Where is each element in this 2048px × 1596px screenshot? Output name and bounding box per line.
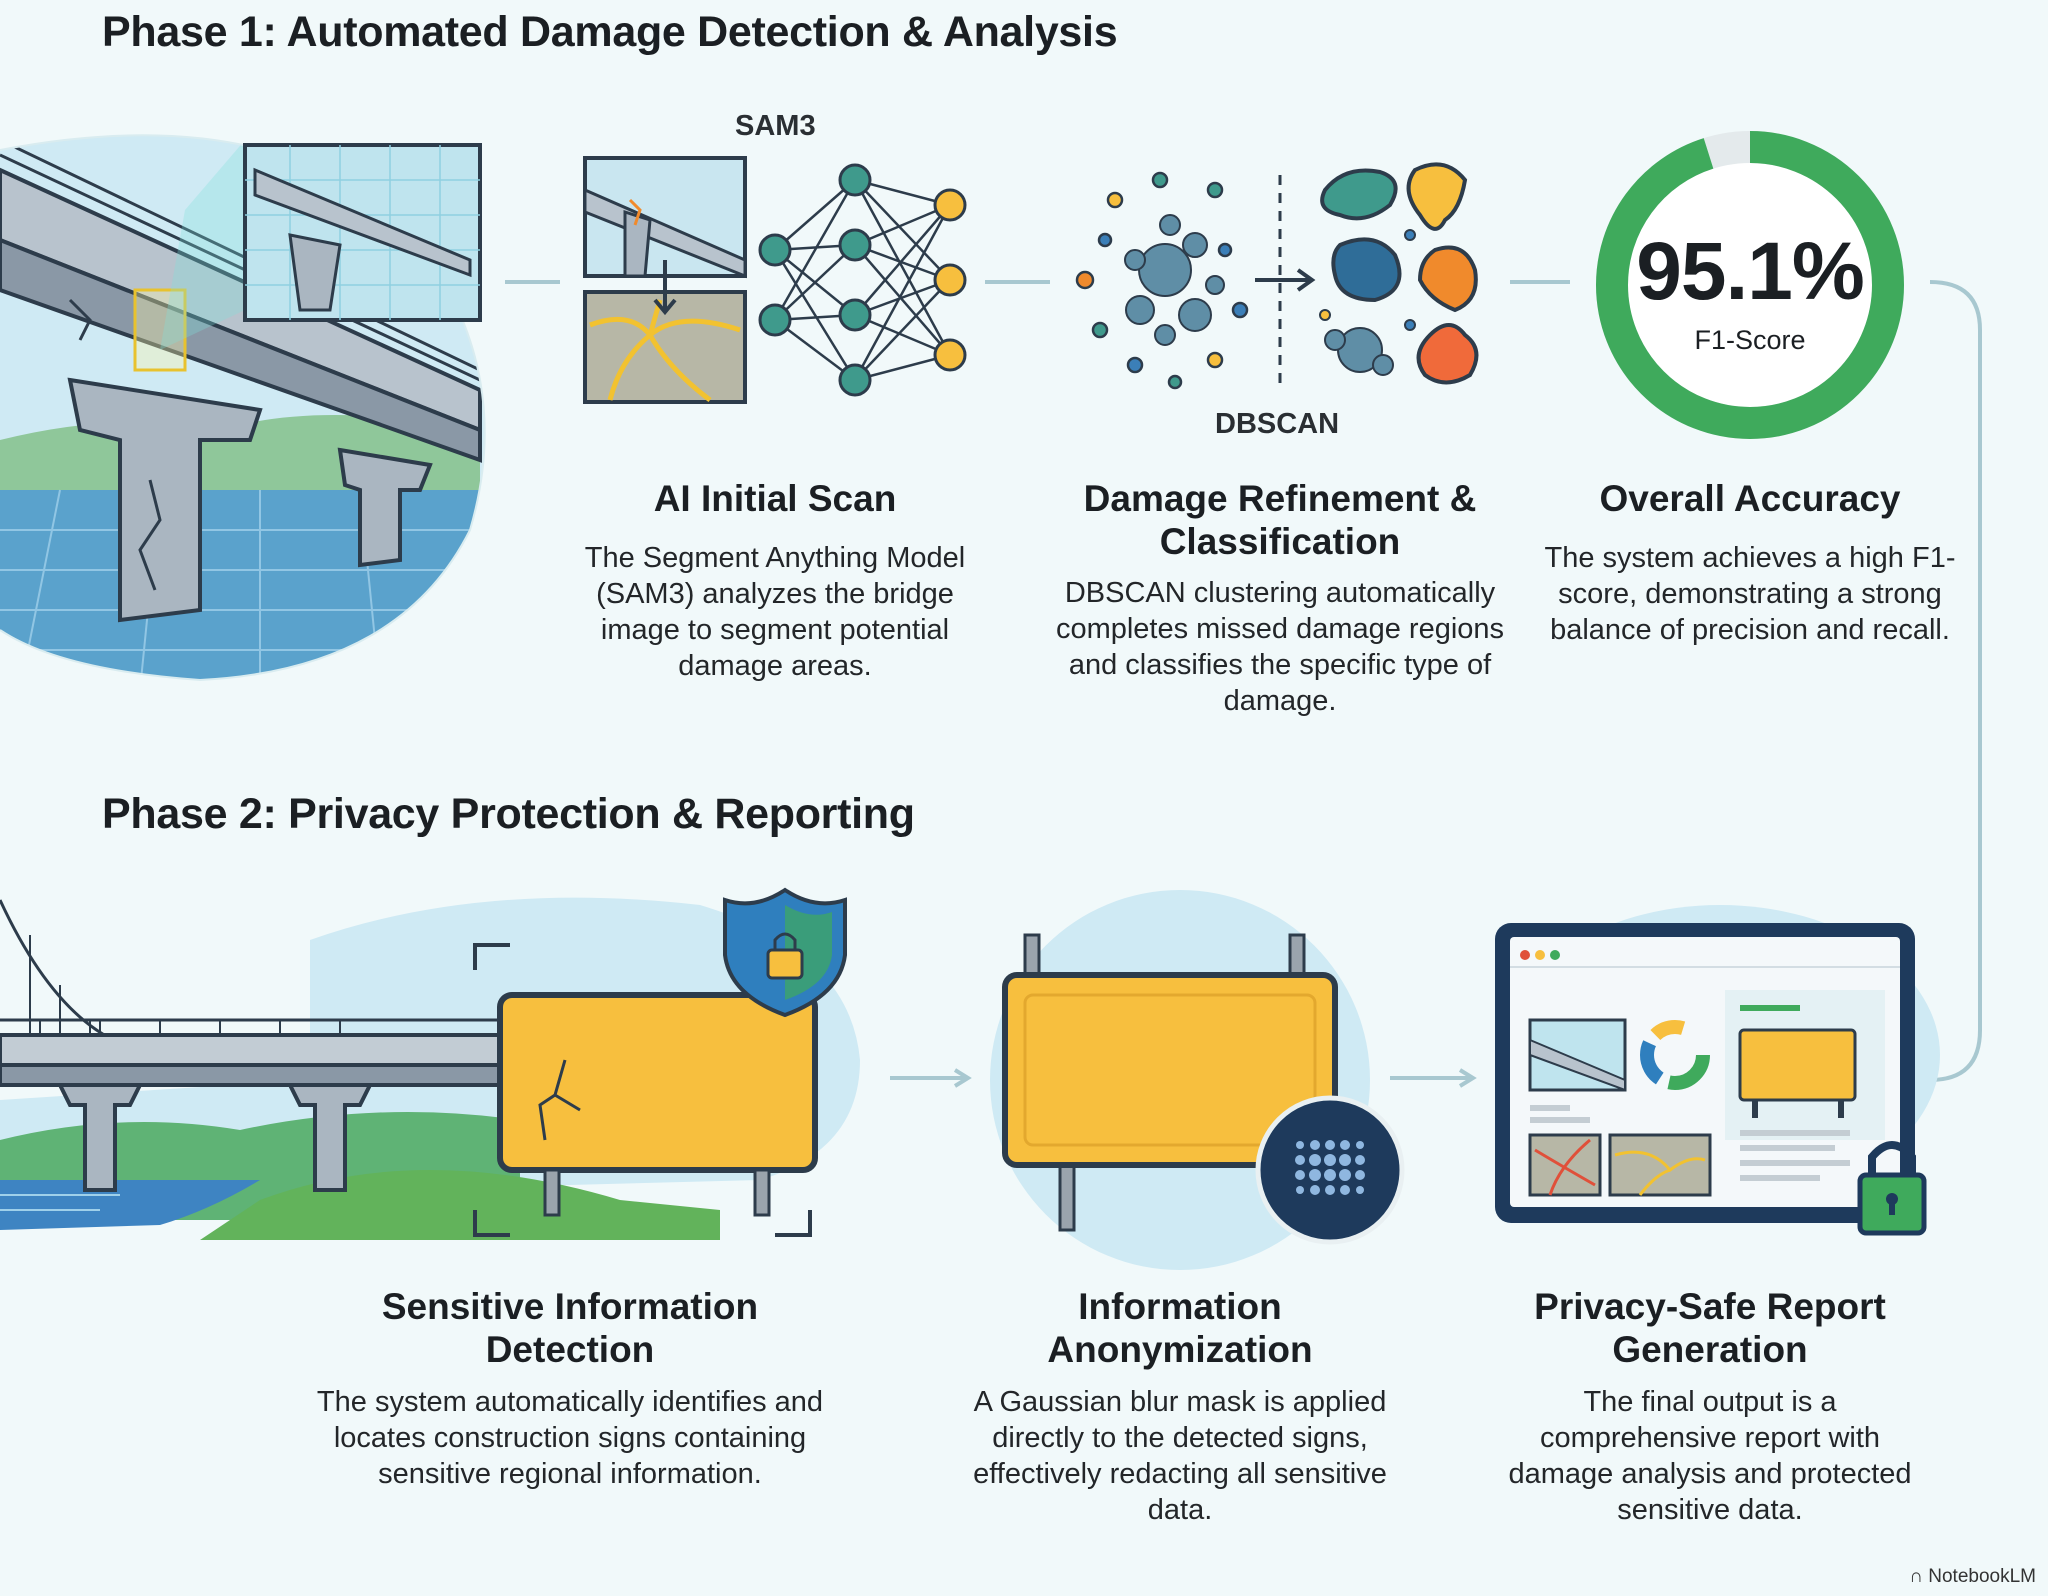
dbscan-clusters-illustration [1075, 162, 1479, 390]
step-report-generation-title: Privacy-Safe Report Generation [1534, 1286, 1886, 1370]
phase1-title: Phase 1: Automated Damage Detection & An… [102, 8, 1118, 56]
step-overall-accuracy-title: Overall Accuracy [1599, 478, 1901, 519]
accuracy-label: F1-Score [1694, 325, 1806, 355]
bridge-scan-illustration [0, 134, 486, 682]
accuracy-ring-fill [1596, 131, 1904, 439]
accuracy-ring-gauge [1596, 131, 1904, 439]
step-ai-initial-scan-title: AI Initial Scan [653, 478, 897, 519]
phase2-title: Phase 2: Privacy Protection & Reporting [102, 790, 915, 838]
sign-detection-illustration [0, 887, 860, 1240]
sam3-tag: SAM3 [735, 110, 816, 142]
step-anonymization-title: Information Anonymization [1047, 1286, 1313, 1370]
accuracy-value: 95.1% [1636, 226, 1865, 317]
notebooklm-branding: ∩ NotebookLM [1909, 1566, 2036, 1588]
step-overall-accuracy-description: The system achieves a high F1-score, dem… [1544, 542, 1956, 646]
privacy-report-illustration [1495, 905, 1940, 1236]
step-sensitive-detection-description: The system automatically identifies and … [316, 1386, 824, 1490]
step-damage-refinement-description: DBSCAN clustering automatically complete… [1055, 577, 1505, 717]
step-ai-initial-scan-description: The Segment Anything Model (SAM3) analyz… [584, 542, 966, 682]
notebooklm-logo-icon: ∩ [1909, 1566, 1923, 1587]
anonymization-illustration [990, 890, 1405, 1270]
dbscan-tag: DBSCAN [1215, 408, 1340, 440]
step-damage-refinement-title: Damage Refinement & Classification [1083, 478, 1477, 562]
notebooklm-label: NotebookLM [1928, 1566, 2036, 1587]
step-sensitive-detection-title: Sensitive Information Detection [381, 1286, 759, 1370]
step-anonymization-description: A Gaussian blur mask is applied directly… [973, 1386, 1387, 1526]
step-report-generation-description: The final output is a comprehensive repo… [1508, 1386, 1912, 1526]
sam3-network-illustration [583, 156, 967, 404]
